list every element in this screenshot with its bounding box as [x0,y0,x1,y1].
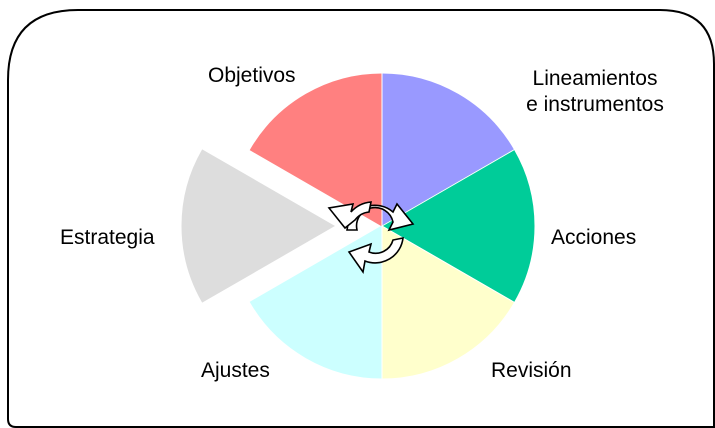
segments [181,72,535,380]
circular-arrows-icon [327,201,415,275]
label-revision: Revisión [491,359,572,382]
label-acciones: Acciones [551,226,637,249]
frame [7,9,715,428]
segment-separator [381,225,516,304]
segment-ajustes [249,225,383,379]
label-estrategia: Estrategia [60,226,155,249]
segment-estrategia [181,149,336,303]
segment-lineamientos [381,73,515,227]
segment-revision [381,225,515,379]
label-lineamientos-line1: Lineamientos [532,67,658,90]
label-lineamientos-line2: e instrumentos [526,93,664,116]
label-objetivos: Objetivos [208,64,296,87]
label-ajustes: Ajustes [201,359,270,382]
label-lineamientos: Lineamientos e instrumentos [505,66,685,118]
segment-acciones [380,149,535,303]
segment-objetivos [249,73,383,227]
